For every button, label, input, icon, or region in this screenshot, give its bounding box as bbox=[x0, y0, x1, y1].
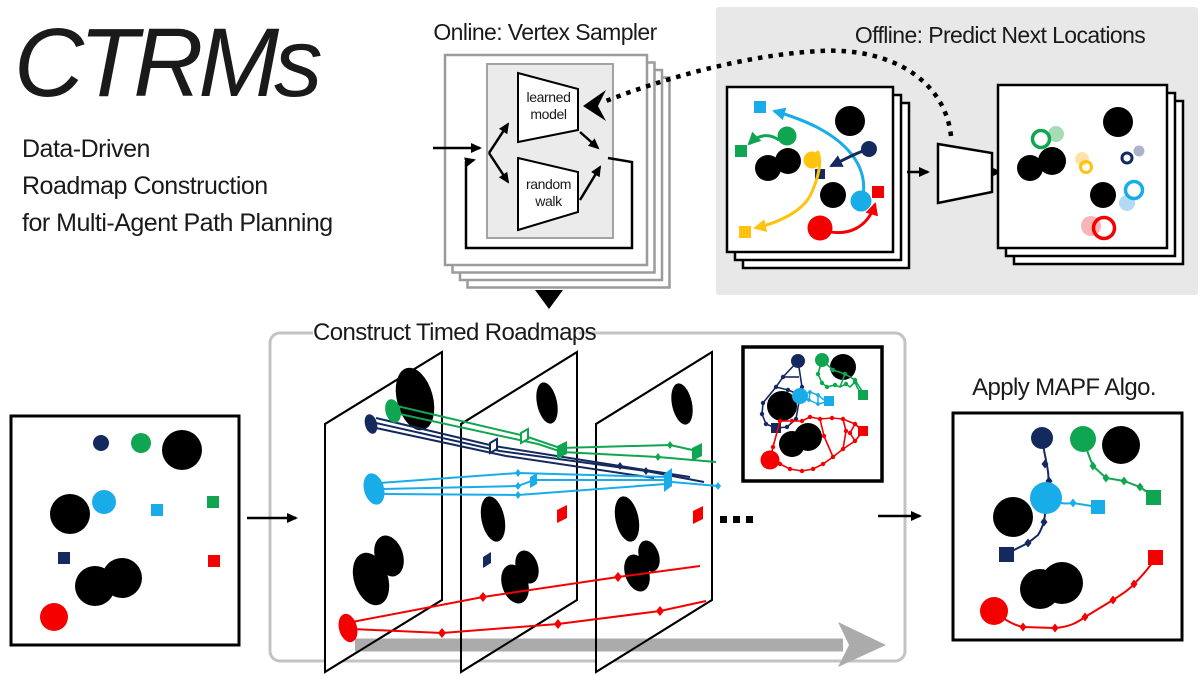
agents bbox=[40, 433, 151, 631]
subtitle-line-2: Roadmap Construction bbox=[22, 172, 268, 200]
path-waypoints bbox=[1019, 459, 1144, 633]
down-pointer-icon bbox=[535, 290, 563, 309]
predicted-next-location-rings bbox=[1030, 128, 1145, 241]
plane-square-markers bbox=[483, 441, 703, 568]
obstacles bbox=[1017, 107, 1133, 208]
page-subtitle: Data-Driven Roadmap Construction for Mul… bbox=[22, 131, 333, 242]
offline-demo-map bbox=[725, 85, 911, 270]
model-transfer-dotted-arrow bbox=[583, 48, 954, 137]
start-map bbox=[9, 414, 241, 647]
goal-squares bbox=[58, 496, 220, 567]
learned-model-trapezoid bbox=[517, 71, 579, 144]
offline-prediction-map bbox=[996, 83, 1185, 266]
offline-panel-title: Offline: Predict Next Locations bbox=[854, 22, 1146, 48]
navy-roadmap-nodes bbox=[759, 374, 805, 433]
subtitle-line-1: Data-Driven bbox=[22, 135, 150, 163]
roadmaps-inset-map bbox=[741, 345, 884, 483]
goal-squares bbox=[735, 101, 884, 238]
green-roadmap-nodes bbox=[815, 367, 868, 400]
random-walk-trapezoid bbox=[517, 156, 579, 232]
time-axis-arrow bbox=[355, 622, 886, 667]
ellipsis-dots-icon bbox=[720, 516, 753, 523]
agents bbox=[980, 426, 1096, 625]
sampler-flow-arrows bbox=[433, 122, 602, 201]
sampler-feedback-loop bbox=[464, 156, 634, 250]
learned-model-label: learned model bbox=[526, 89, 571, 122]
construct-section-title: Construct Timed Roadmaps bbox=[313, 319, 597, 347]
plane-borders bbox=[324, 350, 713, 674]
page-title: CTRMs bbox=[14, 8, 323, 117]
inset-agents bbox=[760, 353, 829, 470]
agents bbox=[777, 126, 877, 241]
subtitle-line-3: for Multi-Agent Path Planning bbox=[22, 209, 333, 237]
online-sampler-title: Online: Vertex Sampler bbox=[433, 19, 657, 45]
obstacles bbox=[993, 426, 1140, 609]
goal-squares bbox=[999, 490, 1163, 565]
obstacles bbox=[767, 354, 856, 457]
obstacles bbox=[755, 106, 865, 208]
plane1-agent-nodes bbox=[338, 399, 401, 643]
cyan-roadmap-nodes bbox=[807, 390, 834, 406]
timed-roadmap-planes bbox=[324, 350, 886, 674]
construct-box-border bbox=[268, 331, 907, 663]
random-walk-label: random walk bbox=[525, 176, 572, 209]
prediction-model-funnel bbox=[907, 142, 1002, 205]
obstacles bbox=[50, 430, 202, 606]
edge-waypoint-markers bbox=[438, 427, 721, 638]
mapf-map bbox=[951, 411, 1184, 642]
roadmap-vertices bbox=[338, 399, 721, 643]
mapf-section-title: Apply MAPF Algo. bbox=[972, 374, 1156, 401]
offline-prediction-diagram bbox=[583, 48, 1185, 270]
red-roadmap-nodes bbox=[770, 414, 868, 474]
